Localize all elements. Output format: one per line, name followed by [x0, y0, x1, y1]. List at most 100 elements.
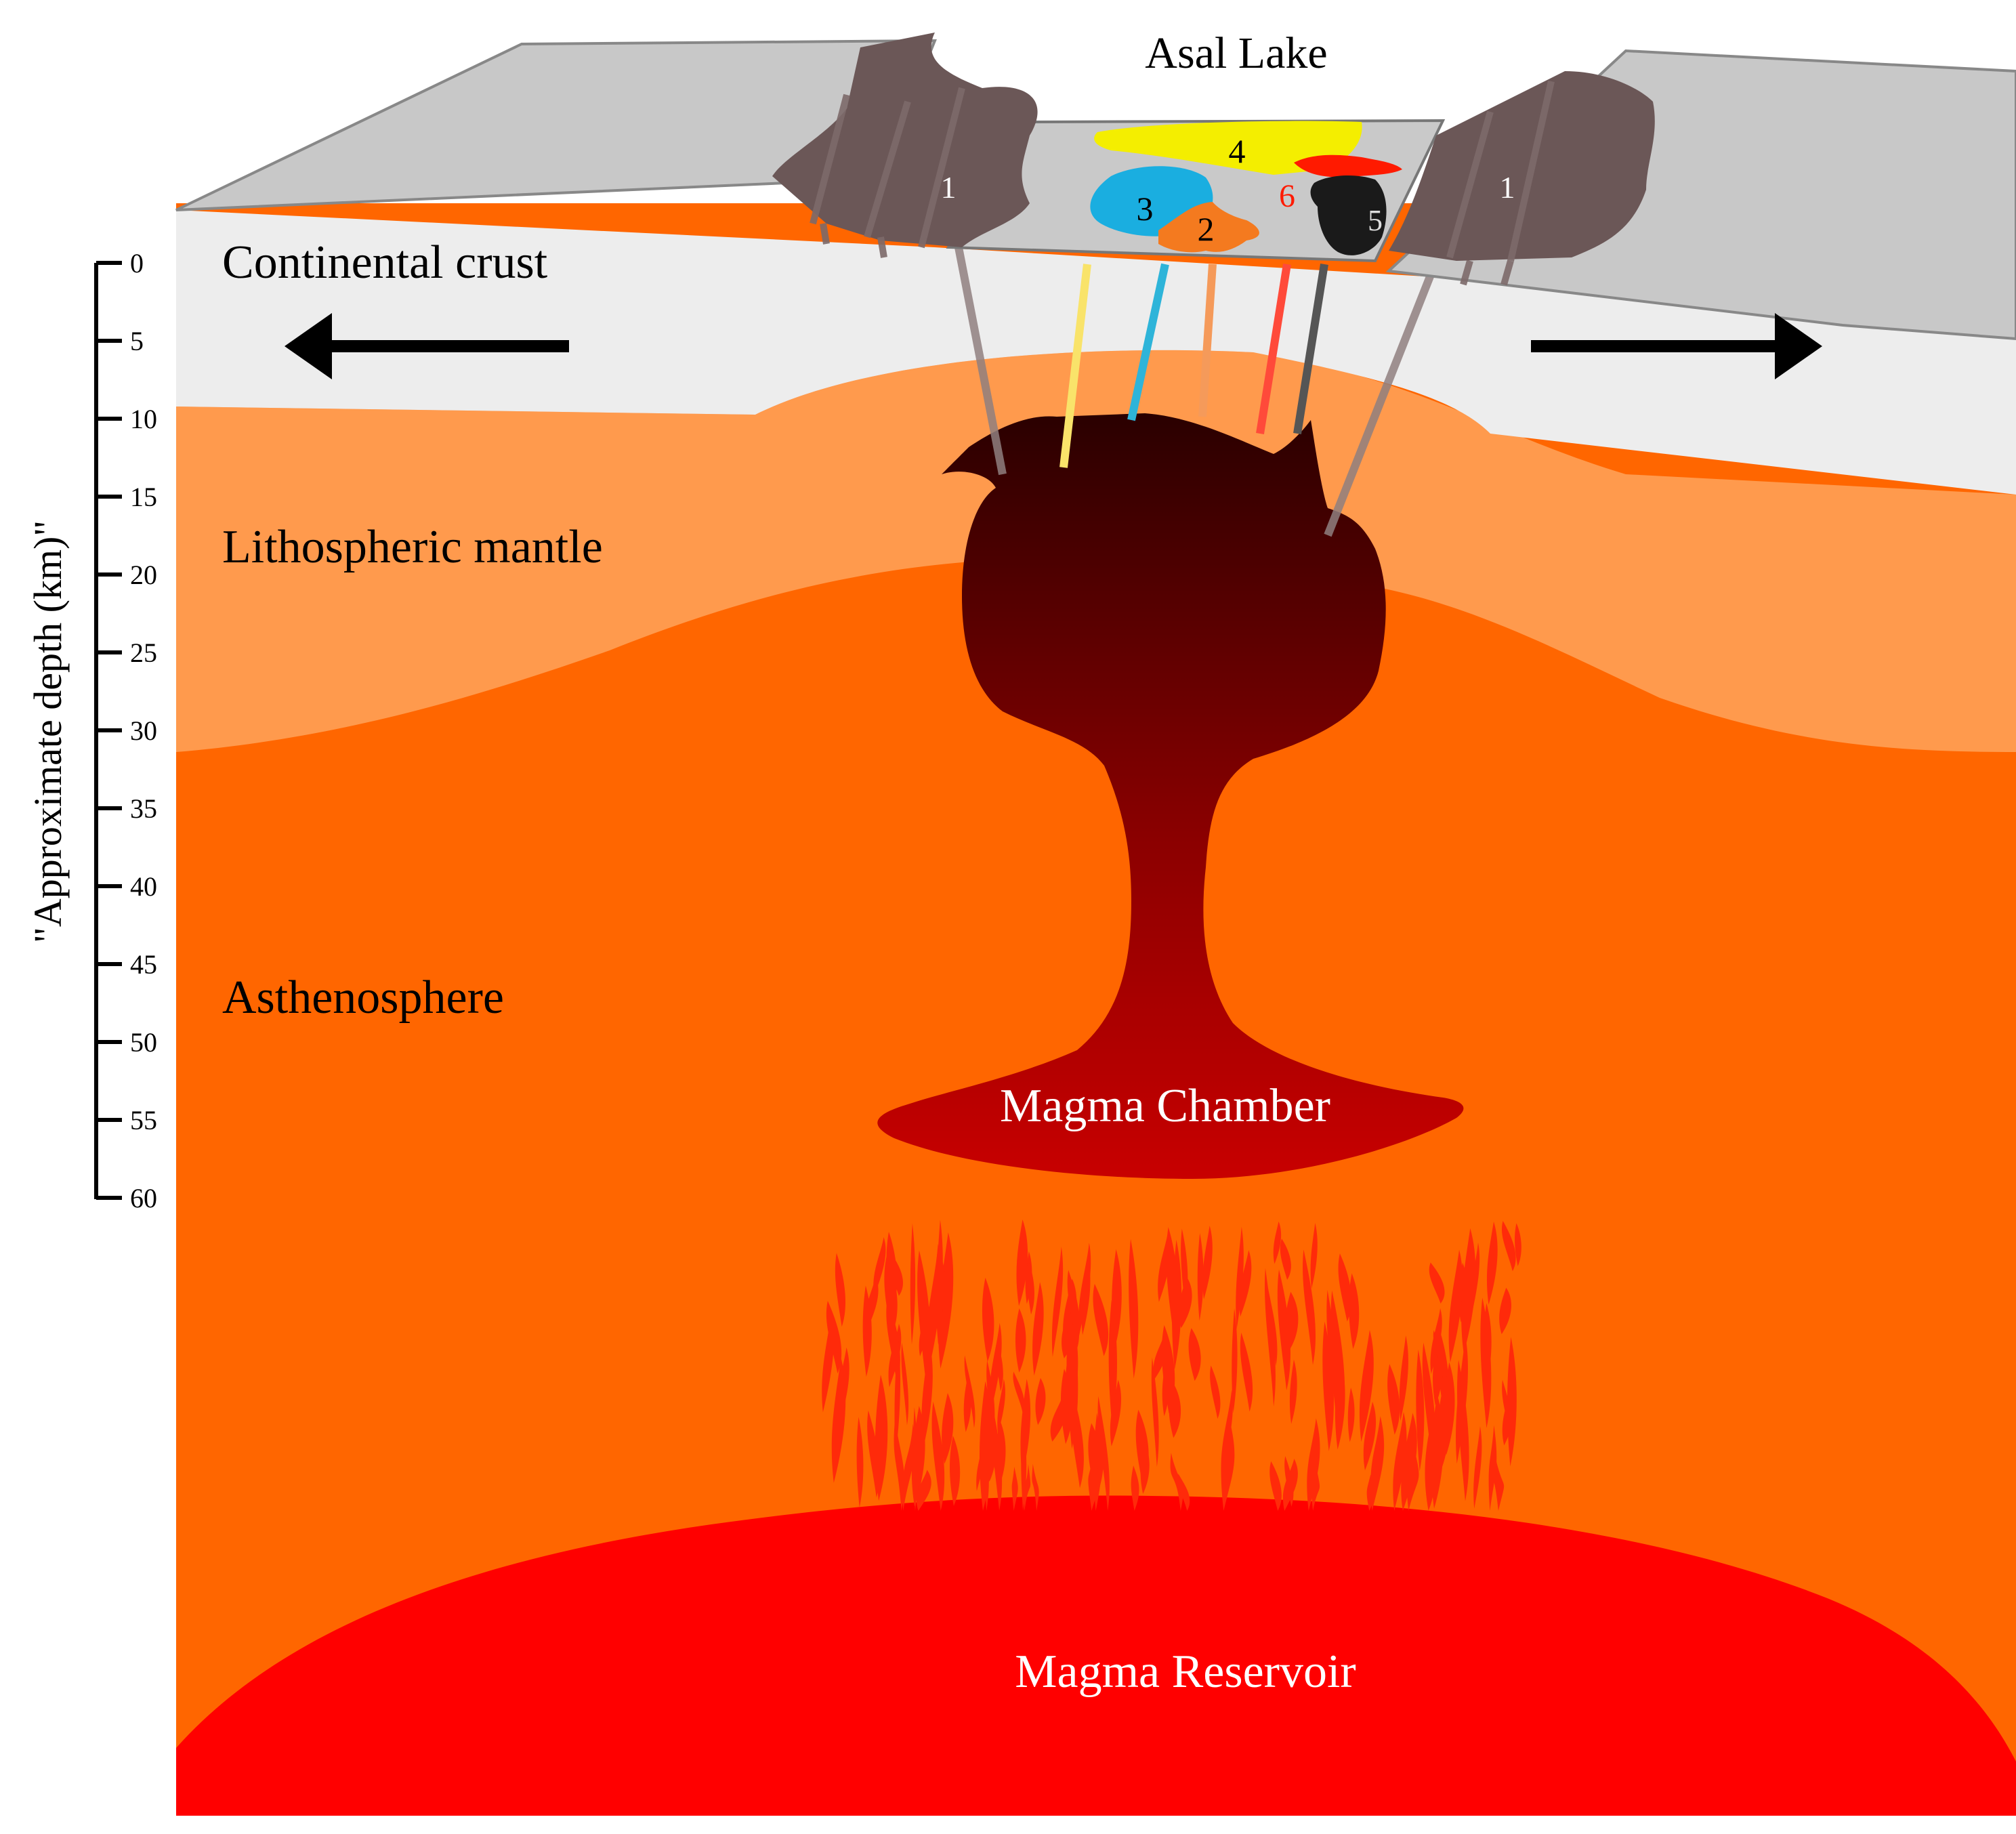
melt-streak	[1024, 1464, 1031, 1511]
melt-streak	[1303, 1249, 1316, 1365]
melt-streak	[1197, 1232, 1204, 1321]
melt-streak	[1081, 1257, 1091, 1335]
melt-streak	[989, 1322, 1002, 1416]
melt-streak	[991, 1405, 1003, 1511]
unit-5-black	[1310, 175, 1387, 255]
depth-tick-label-5: 5	[130, 326, 144, 356]
melt-streak	[1456, 1335, 1468, 1464]
melt-streak	[1473, 1425, 1482, 1509]
melt-streak	[1240, 1333, 1253, 1412]
melt-streak	[1221, 1417, 1235, 1511]
melt-streak	[1269, 1461, 1282, 1511]
melt-streak	[1060, 1369, 1073, 1444]
marker-3: 3	[1137, 190, 1154, 228]
melt-streak	[1282, 1459, 1298, 1511]
melt-streak	[1011, 1467, 1018, 1511]
melt-streak	[1422, 1342, 1435, 1467]
melt-streak	[1370, 1416, 1385, 1511]
melt-streak	[1349, 1273, 1360, 1350]
spreading-arrow-right	[1531, 313, 1822, 379]
melt-streak	[931, 1401, 945, 1511]
melt-streak	[1486, 1221, 1498, 1305]
melt-streak	[1277, 1269, 1291, 1391]
melt-streak	[1406, 1448, 1419, 1511]
melt-streak	[1461, 1228, 1476, 1354]
melt-streak	[1050, 1398, 1066, 1442]
depth-tick-label-35: 35	[130, 793, 157, 824]
melt-streak	[1016, 1220, 1028, 1306]
magma-chamber	[877, 413, 1464, 1179]
melt-streak	[901, 1342, 909, 1425]
melt-streak	[1502, 1379, 1514, 1446]
depth-tick-label-40: 40	[130, 871, 157, 902]
melt-streak	[1232, 1308, 1238, 1413]
continental-crust-layer	[176, 210, 2016, 495]
melt-streak	[1161, 1325, 1175, 1414]
melt-streak	[1311, 1467, 1320, 1511]
label-lithospheric-mantle: Lithospheric mantle	[222, 521, 603, 573]
melt-streak	[981, 1420, 989, 1511]
melt-streak	[875, 1375, 888, 1501]
melt-streak	[864, 1276, 879, 1333]
melt-streak	[1322, 1321, 1334, 1451]
melt-streak	[1310, 1223, 1318, 1289]
melt-streak	[938, 1232, 954, 1369]
marker-5: 5	[1368, 204, 1383, 237]
melt-streak	[1051, 1246, 1064, 1357]
melt-streak	[1032, 1463, 1039, 1511]
melt-streak	[1433, 1330, 1444, 1378]
label-continental-crust: Continental crust	[222, 236, 548, 289]
melt-streak	[910, 1223, 916, 1345]
melt-streak	[1129, 1238, 1139, 1379]
melt-streak	[1112, 1249, 1122, 1349]
melt-streak	[949, 1436, 961, 1506]
melt-streak	[1093, 1283, 1109, 1356]
melt-streak	[996, 1343, 1003, 1392]
melt-streak	[1177, 1474, 1190, 1511]
melt-streak	[1210, 1365, 1221, 1419]
label-magma-reservoir: Magma Reservoir	[1015, 1646, 1356, 1698]
melt-streak	[1273, 1221, 1282, 1264]
melt-streak	[902, 1423, 915, 1511]
depth-tick-label-15: 15	[130, 482, 157, 512]
fault-block-right	[1389, 71, 1655, 261]
unit-2-orange	[1158, 202, 1259, 253]
melt-streak	[1399, 1335, 1408, 1421]
melt-streak	[997, 1379, 1005, 1434]
title-asal-lake: Asal Lake	[1145, 28, 1327, 78]
depth-tick-label-25: 25	[130, 638, 157, 668]
depth-axis-label: "Approximate depth (km)"	[26, 520, 70, 943]
melt-streak	[1416, 1349, 1425, 1472]
melt-streak	[884, 1255, 898, 1335]
depth-tick-label-50: 50	[130, 1027, 157, 1058]
depth-tick-label-0: 0	[130, 248, 144, 278]
melt-streak	[826, 1300, 842, 1374]
label-magma-chamber: Magma Chamber	[1000, 1080, 1330, 1132]
marker-1-right: 1	[1500, 170, 1515, 205]
melt-streak	[1501, 1220, 1516, 1272]
melt-streak	[917, 1413, 925, 1489]
fault-block-left	[772, 33, 1038, 247]
melt-streak	[1265, 1268, 1276, 1407]
melt-streak	[963, 1379, 971, 1432]
melt-streak	[1070, 1389, 1084, 1488]
depth-tick-label-10: 10	[130, 404, 157, 434]
melt-streak	[856, 1417, 864, 1508]
melt-streak	[1429, 1262, 1445, 1304]
melt-streak	[1067, 1270, 1080, 1345]
melt-streak	[1170, 1453, 1183, 1511]
fault-lines-left	[810, 87, 965, 258]
marker-4: 4	[1229, 132, 1246, 170]
melt-streak	[1236, 1226, 1244, 1329]
depth-tick-label-30: 30	[130, 715, 157, 746]
melt-streak	[1363, 1401, 1377, 1471]
depth-tick-label-60: 60	[130, 1183, 157, 1213]
melt-streak	[1015, 1308, 1026, 1373]
melt-streak	[1280, 1238, 1291, 1280]
marker-2: 2	[1198, 210, 1215, 248]
melt-streak	[1359, 1329, 1374, 1442]
unit-6-red	[1294, 154, 1402, 178]
depth-tick-label-20: 20	[130, 560, 157, 590]
melt-streak	[1026, 1259, 1034, 1315]
